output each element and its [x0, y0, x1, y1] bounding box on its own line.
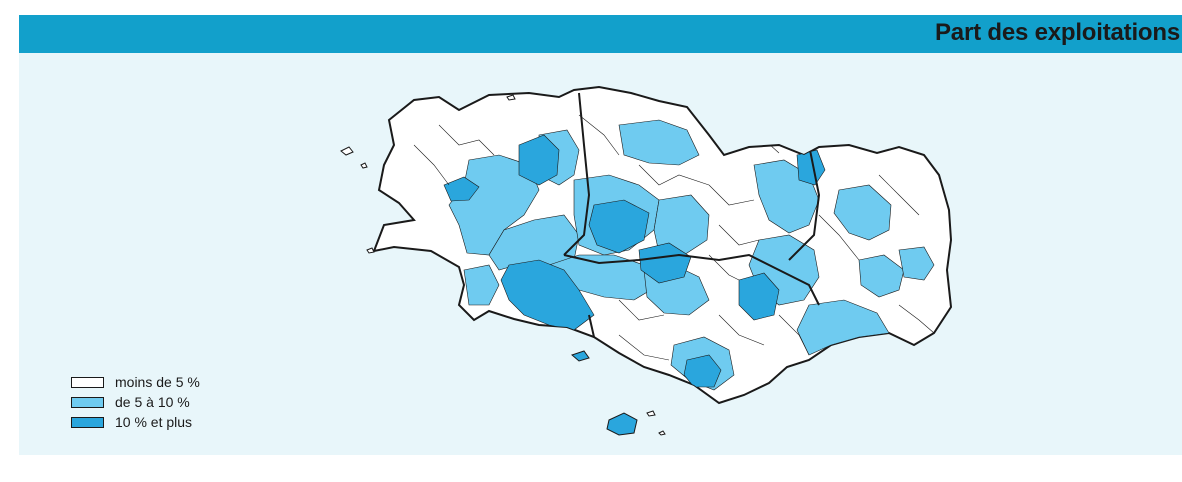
area-high-pontivy [738, 272, 780, 321]
legend-swatch-low [71, 377, 104, 388]
map-title: Part des exploitations [935, 19, 1180, 46]
island-ouessant [340, 146, 354, 156]
legend-label-high: 10 % et plus [115, 414, 193, 430]
legend-label-low: moins de 5 % [115, 374, 200, 390]
map-panel: Part des exploitations [19, 15, 1182, 455]
area-high-argoat [588, 199, 650, 254]
area-mid-northeast [898, 246, 935, 281]
department-boundaries [563, 92, 821, 338]
header-bar: Part des exploitations [19, 15, 1182, 53]
island-batz [506, 94, 516, 101]
area-high-finistere-north [518, 134, 560, 186]
area-high-morbihan-coast [683, 354, 722, 388]
island-hoedic [658, 430, 666, 436]
commune-boundaries [413, 114, 935, 361]
commune-layer [413, 92, 935, 391]
legend-swatch-high [71, 417, 104, 428]
legend-swatch-mid [71, 397, 104, 408]
area-mid-southwest [463, 264, 500, 306]
area-mid-east-south [858, 254, 905, 298]
legend-label-mid: de 5 à 10 % [115, 394, 190, 410]
region-map [340, 85, 953, 436]
island-houat [646, 410, 656, 417]
area-high-centre [638, 242, 692, 284]
island-groix [571, 350, 590, 362]
island-sein [366, 247, 375, 254]
island-molene [360, 162, 368, 169]
area-mid-east [833, 184, 892, 241]
area-mid-centre [653, 194, 710, 256]
area-high-rance [796, 149, 826, 186]
area-mid-tregor [618, 119, 700, 166]
island-belle-ile [606, 412, 638, 436]
area-high-finistere-bay [443, 176, 480, 202]
